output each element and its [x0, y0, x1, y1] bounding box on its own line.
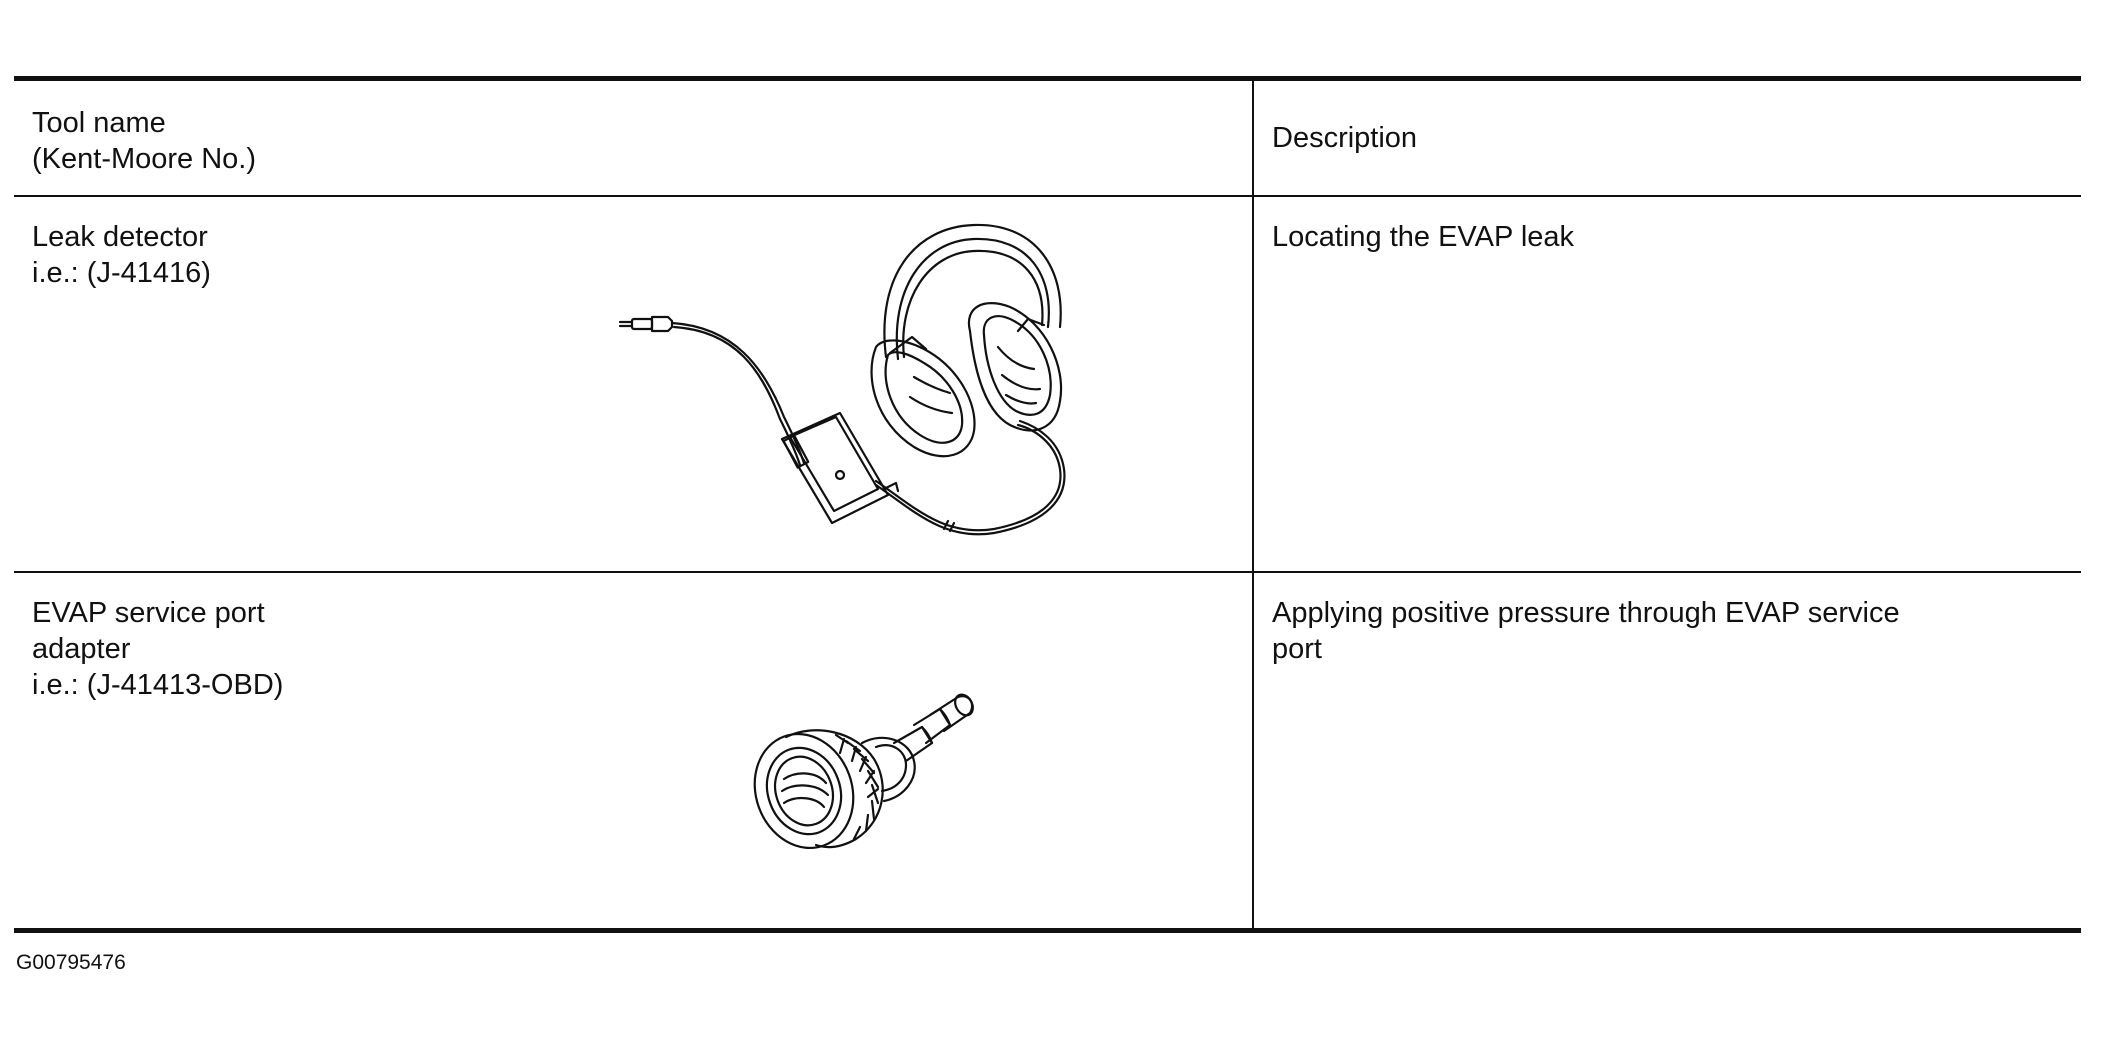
special-tools-table: Tool name (Kent-Moore No.) Description L…	[14, 76, 2081, 933]
table-header-row: Tool name (Kent-Moore No.) Description	[14, 81, 2081, 197]
tool-number: i.e.: (J-41416)	[32, 257, 211, 289]
tool-name: EVAP service port	[32, 597, 265, 629]
service-port-adapter-icon	[744, 661, 984, 861]
description-cell-service-port-adapter: Applying positive pressure through EVAP …	[1254, 573, 2081, 928]
leak-detector-headphones-icon	[614, 207, 1074, 537]
tool-cell-leak-detector: Leak detector i.e.: (J-41416)	[14, 197, 1254, 571]
figure-id: G00795476	[16, 951, 126, 974]
header-description: Description	[1272, 122, 1418, 154]
table-row: EVAP service port adapter i.e.: (J-41413…	[14, 573, 2081, 928]
tool-description: Locating the EVAP leak	[1272, 221, 1575, 253]
tool-description: Applying positive pressure through EVAP …	[1272, 597, 1900, 629]
tool-name-continued: adapter	[32, 633, 131, 665]
tool-description-continued: port	[1272, 633, 1322, 665]
header-description-cell: Description	[1254, 81, 2081, 195]
tool-cell-service-port-adapter: EVAP service port adapter i.e.: (J-41413…	[14, 573, 1254, 928]
description-cell-leak-detector: Locating the EVAP leak	[1254, 197, 2081, 571]
header-tool-name-cell: Tool name (Kent-Moore No.)	[14, 81, 1254, 195]
header-kent-moore-no: (Kent-Moore No.)	[32, 143, 257, 175]
tool-name: Leak detector	[32, 221, 208, 253]
table-row: Leak detector i.e.: (J-41416)	[14, 197, 2081, 573]
tool-number: i.e.: (J-41413-OBD)	[32, 669, 284, 701]
header-tool-name: Tool name	[32, 107, 166, 139]
